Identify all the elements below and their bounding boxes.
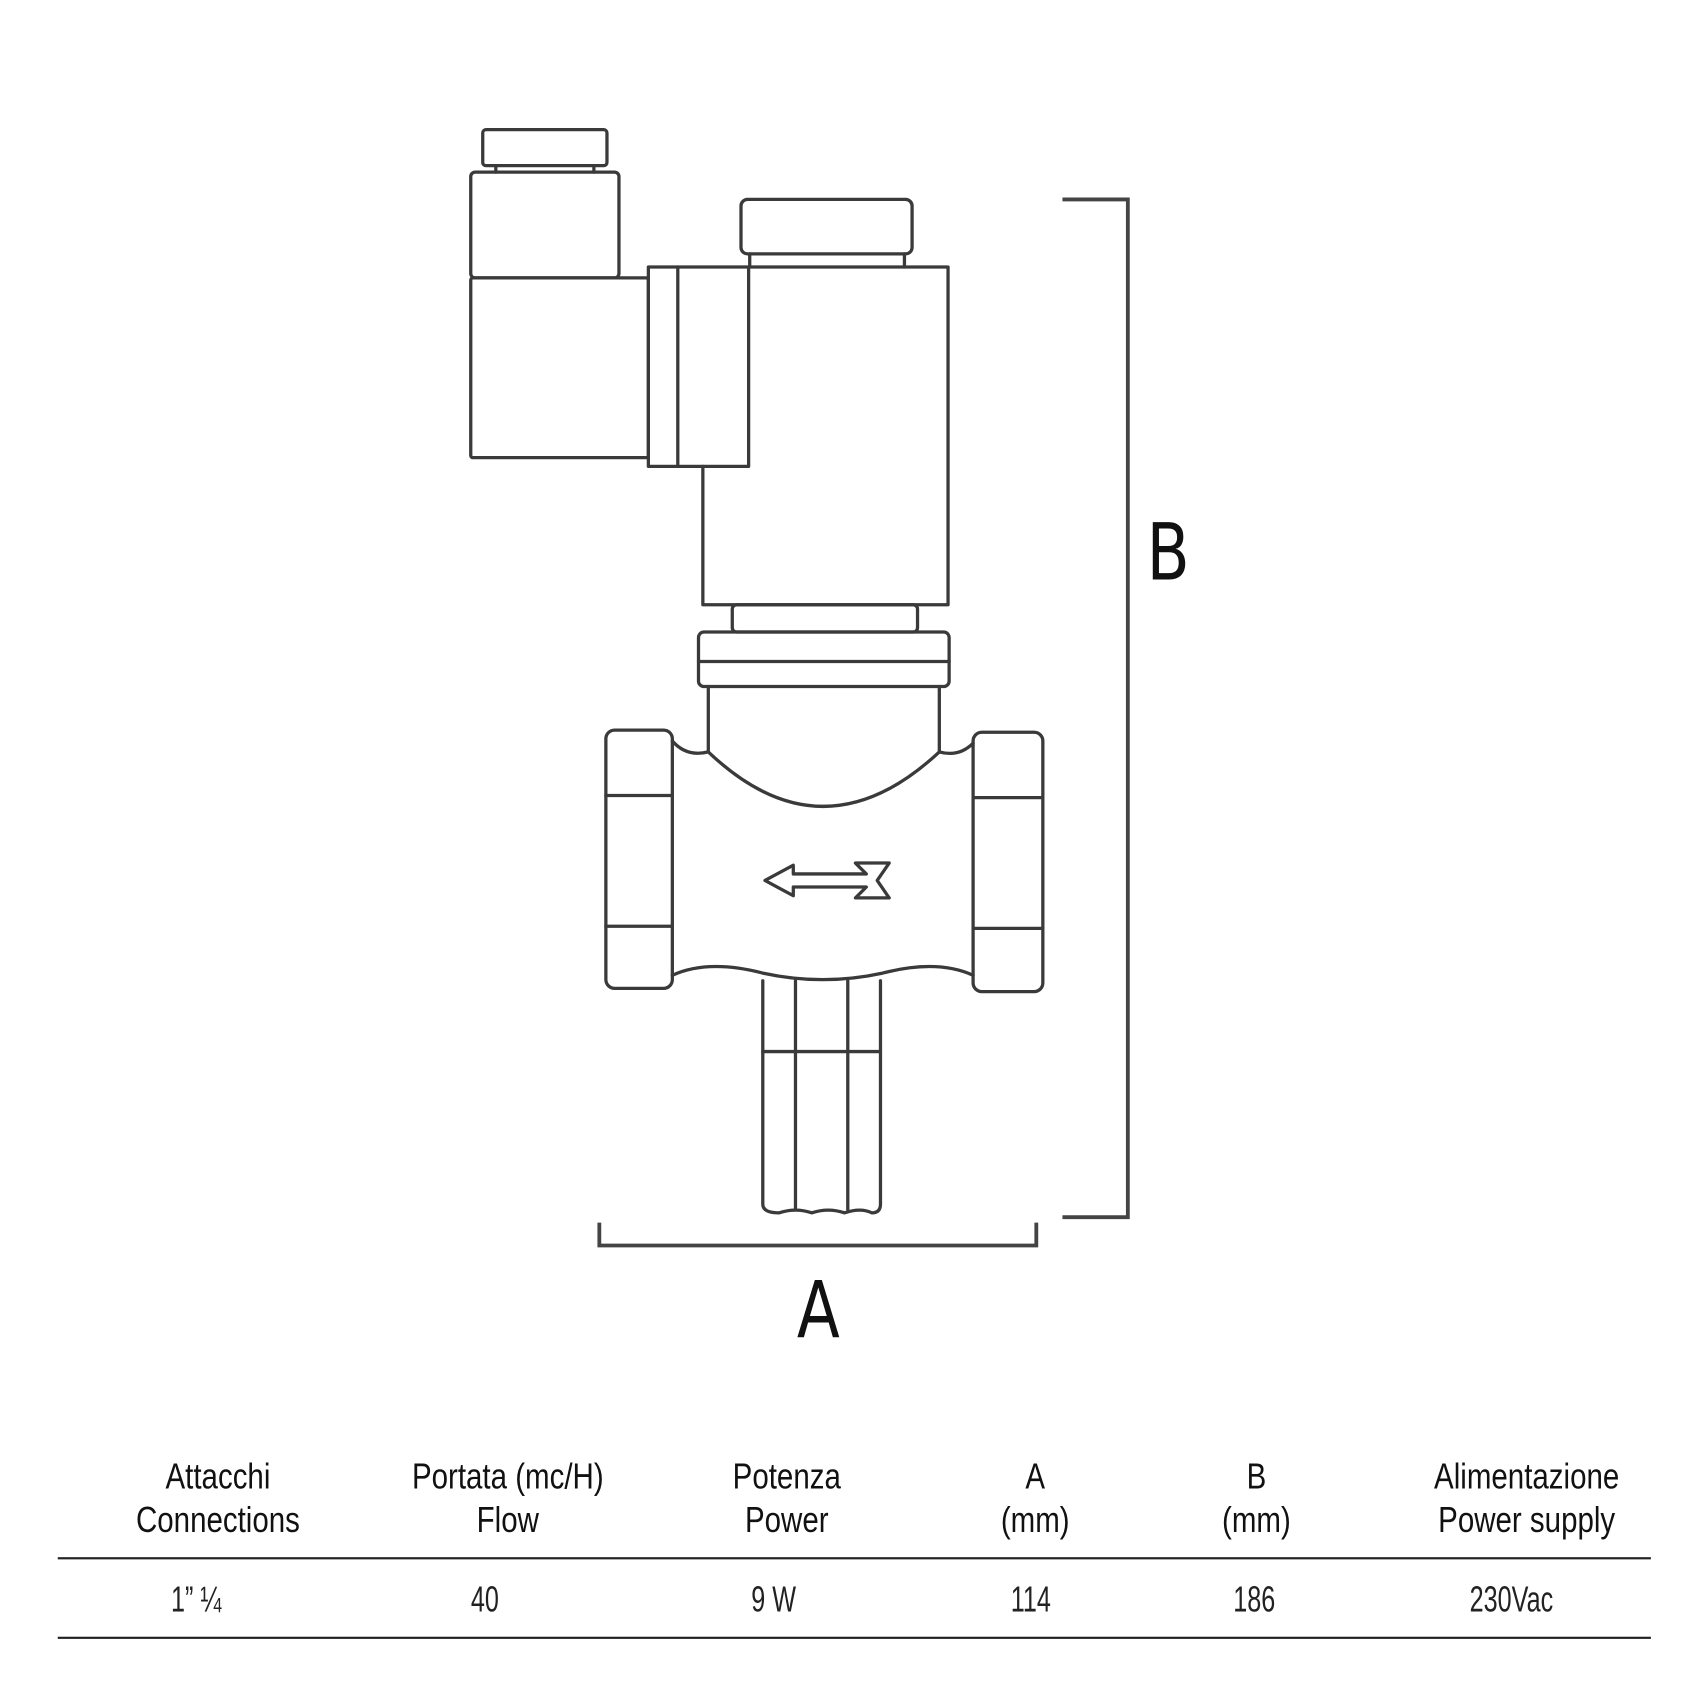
header-line1: Alimentazione <box>1434 1455 1620 1497</box>
header-line1: A <box>1025 1455 1046 1497</box>
valve-body <box>604 728 1045 994</box>
cell-flow: 40 <box>470 1578 499 1620</box>
dimension-a-label: A <box>796 1264 840 1356</box>
cell-connections: 1” ¼ <box>170 1578 222 1620</box>
dimension-b-line <box>1062 197 1130 1220</box>
header-b: B(mm) <box>1222 1455 1291 1542</box>
dimension-a-line <box>597 1222 1039 1248</box>
connector-plug <box>469 128 651 460</box>
header-line2: (mm) <box>1222 1499 1291 1540</box>
bonnet <box>696 603 951 754</box>
cell-power: 9 W <box>751 1578 797 1620</box>
header-line2: Power supply <box>1438 1499 1616 1540</box>
dimension-b-label: B <box>1146 506 1190 599</box>
header-divider <box>57 1557 1651 1560</box>
header-line2: Connections <box>135 1499 300 1540</box>
header-line1: Potenza <box>732 1455 841 1497</box>
header-line2: Power <box>744 1499 829 1540</box>
header-flow: Portata (mc/H)Flow <box>412 1455 604 1542</box>
table-bottom-rule <box>57 1636 1651 1639</box>
header-line1: Portata (mc/H) <box>411 1455 604 1497</box>
coil-body <box>701 197 950 607</box>
flow-arrow-icon <box>763 861 891 900</box>
header-line1: B <box>1246 1455 1267 1497</box>
header-line2: Flow <box>476 1499 539 1540</box>
header-line1: Attacchi <box>165 1455 271 1497</box>
valve-technical-drawing <box>469 128 1130 1248</box>
cell-a: 114 <box>1010 1578 1051 1620</box>
header-line2: (mm) <box>1000 1499 1070 1540</box>
cell-b: 186 <box>1233 1578 1276 1620</box>
cell-power-supply: 230Vac <box>1469 1578 1554 1620</box>
header-a: A(mm) <box>1001 1455 1070 1542</box>
bottom-stem <box>761 979 883 1215</box>
coil-flange <box>646 265 751 469</box>
